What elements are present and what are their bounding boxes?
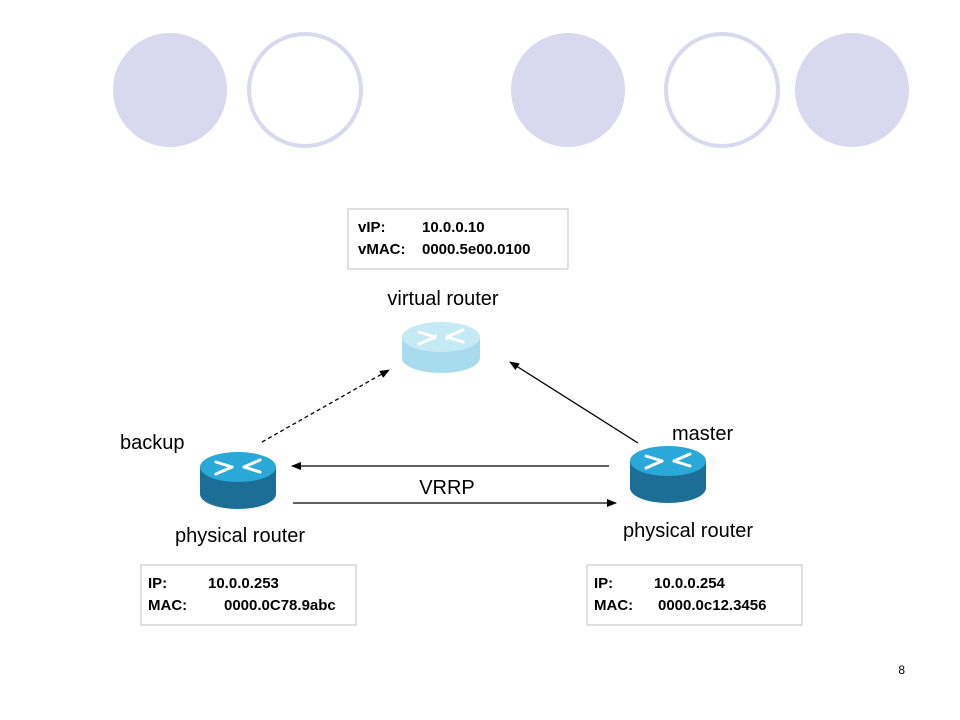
master-to-virtual-arrow <box>509 361 639 444</box>
virtual-router-label: virtual router <box>387 288 498 310</box>
master-mac-value: 0000.0c12.3456 <box>658 597 766 614</box>
virtual-router-icon <box>402 322 480 373</box>
master-ip-key: IP: <box>594 575 613 592</box>
backup-mac-key: MAC: <box>148 597 187 614</box>
master-router-label: physical router <box>623 520 753 542</box>
vrrp-label: VRRP <box>419 477 475 499</box>
master-ip-value: 10.0.0.254 <box>654 575 726 592</box>
decor-circle-filled-2 <box>511 33 625 147</box>
master-mac-key: MAC: <box>594 597 633 614</box>
backup-ip-value: 10.0.0.253 <box>208 575 279 592</box>
page-number: 8 <box>898 663 905 677</box>
backup-router-label: physical router <box>175 525 305 547</box>
decor-circle-filled-3 <box>795 33 909 147</box>
backup-mac-value: 0000.0C78.9abc <box>224 597 336 614</box>
master-router-icon <box>630 446 706 503</box>
decor-circle-outline-2 <box>664 32 780 148</box>
decorative-circles <box>113 32 909 148</box>
backup-ip-key: IP: <box>148 575 167 592</box>
backup-role-label: backup <box>120 432 185 454</box>
virtual-ip-key: vIP: <box>358 219 386 236</box>
decor-circle-filled-1 <box>113 33 227 147</box>
backup-router-icon <box>200 452 276 509</box>
master-router-info-box: IP: 10.0.0.254 MAC: 0000.0c12.3456 <box>586 564 803 626</box>
virtual-mac-value: 0000.5e00.0100 <box>422 241 530 258</box>
virtual-mac-key: vMAC: <box>358 241 406 258</box>
decor-circle-outline-1 <box>247 32 363 148</box>
virtual-ip-value: 10.0.0.10 <box>422 219 485 236</box>
master-role-label: master <box>672 423 733 445</box>
backup-to-virtual-dashed-arrow <box>261 369 390 443</box>
virtual-router-info-box: vIP: 10.0.0.10 vMAC: 0000.5e00.0100 <box>347 208 569 270</box>
backup-router-info-box: IP: 10.0.0.253 MAC: 0000.0C78.9abc <box>140 564 357 626</box>
